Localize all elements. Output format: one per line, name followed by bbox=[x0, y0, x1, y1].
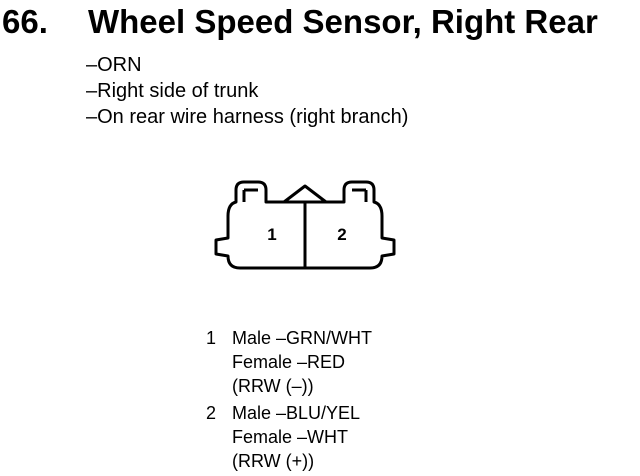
male-label: Male bbox=[232, 403, 272, 423]
detail-wire-color: ORN bbox=[86, 52, 408, 78]
connector-inner-right bbox=[352, 188, 368, 202]
detail-location: Right side of trunk bbox=[86, 78, 408, 104]
female-wire-color: WHT bbox=[307, 427, 349, 447]
pin-male-line: Male GRN/WHT bbox=[232, 326, 372, 350]
female-wire-color: RED bbox=[307, 352, 346, 372]
pin-circuit-line: RRW (+) bbox=[232, 449, 372, 473]
pin-entry-1: 1 Male GRN/WHT Female RED RRW (–) bbox=[206, 326, 372, 398]
female-label: Female bbox=[232, 427, 293, 447]
pin-male-line: Male BLU/YEL bbox=[232, 401, 372, 425]
circuit-code: RRW (–) bbox=[232, 376, 314, 396]
detail-harness: On rear wire harness (right branch) bbox=[86, 104, 408, 130]
connector-diagram: 1 2 bbox=[214, 180, 396, 270]
pin-number: 2 bbox=[206, 403, 217, 423]
section-number: 66. bbox=[2, 3, 48, 40]
male-wire-color: GRN/WHT bbox=[286, 328, 373, 348]
connector-roof bbox=[283, 184, 327, 204]
detail-list: ORN Right side of trunk On rear wire har… bbox=[86, 52, 408, 130]
connector-outline bbox=[214, 180, 396, 270]
circuit-code: RRW (+) bbox=[232, 451, 314, 471]
connector-inner-left bbox=[242, 188, 258, 202]
pin-list: 1 MaleGRN/WHT FemaleRED RRW (–) 2 MaleBL… bbox=[206, 326, 372, 473]
connector-pin-2-label: 2 bbox=[337, 225, 346, 244]
pin-circuit-line: RRW (–) bbox=[232, 374, 372, 398]
connector-pin-1-label: 1 bbox=[267, 225, 276, 244]
pin-number: 1 bbox=[206, 328, 217, 348]
pin-female-line: Female RED bbox=[232, 350, 372, 374]
pin-female-line: Female WHT bbox=[232, 425, 372, 449]
male-wire-color: BLU/YEL bbox=[286, 403, 361, 423]
female-label: Female bbox=[232, 352, 293, 372]
pin-entry-2: 2 Male BLU/YEL Female WHT RRW (+) bbox=[206, 401, 372, 473]
section-title: Wheel Speed Sensor, Right Rear bbox=[88, 3, 598, 40]
male-label: Male bbox=[232, 328, 272, 348]
